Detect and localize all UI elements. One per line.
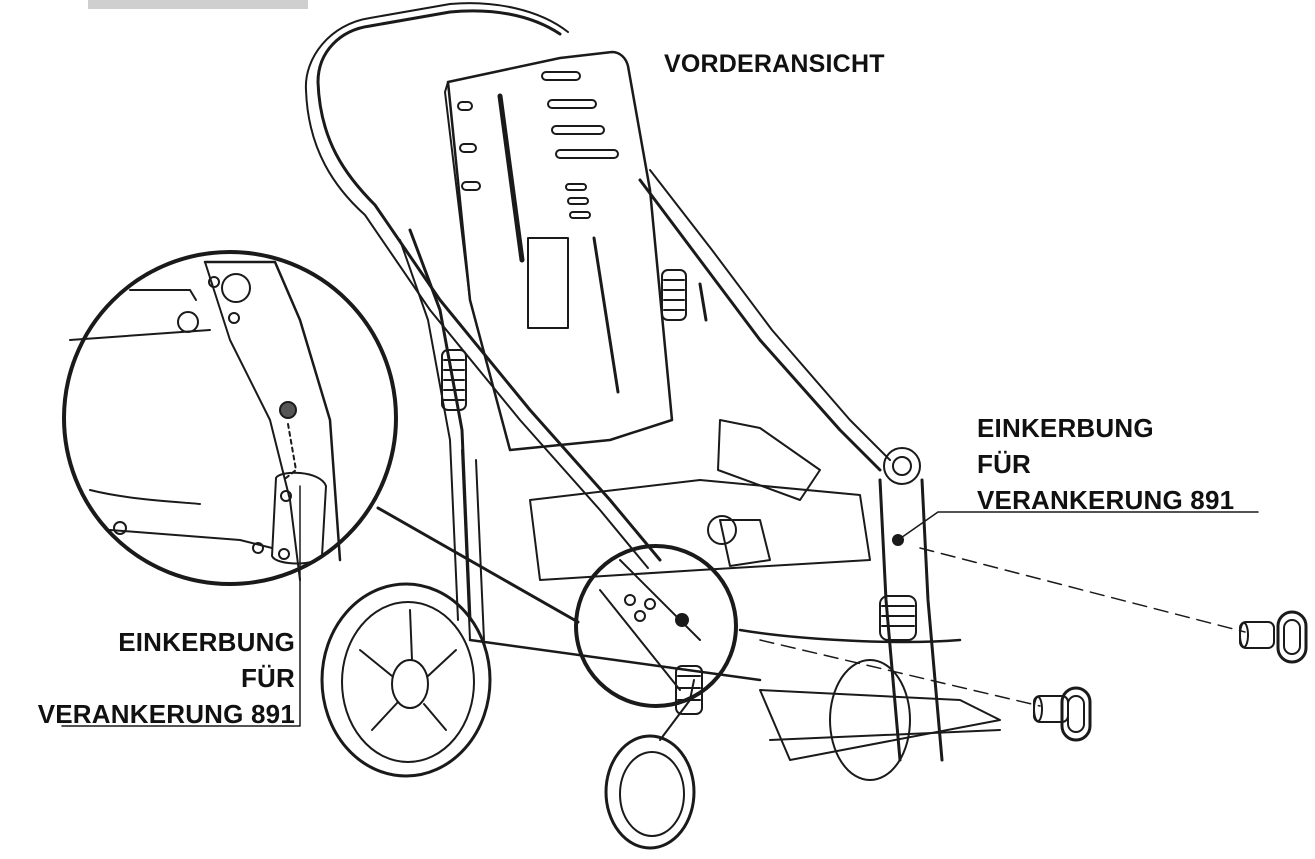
header-tab (88, 0, 308, 9)
detail-view-circle-large (62, 250, 398, 586)
anchor-pin-left (1033, 686, 1092, 742)
view-title: VORDERANSICHT (664, 50, 885, 78)
leader-line-left (61, 485, 301, 727)
anchor-pin-right (1239, 610, 1308, 664)
callout-left-line2: FÜR (240, 663, 295, 693)
seat-and-footrest (529, 419, 1001, 761)
push-handle (304, 2, 662, 569)
dashed-assembly-line-left (759, 639, 1041, 707)
right-rear-wheel (829, 659, 911, 781)
front-caster-wheel (604, 665, 703, 850)
callout-notch-left: EINKERBUNG FÜR VERANKERUNG 891 (10, 624, 295, 732)
right-side-frame (638, 169, 891, 472)
left-side-frame (399, 228, 762, 682)
detail-connector-line (376, 506, 580, 624)
leader-line-right (897, 511, 1259, 541)
callout-right-line2: FÜR (977, 449, 1032, 479)
rear-wheel (320, 582, 492, 778)
callout-left-line3: VERANKERUNG 891 (37, 699, 295, 729)
dashed-assembly-line-right (919, 547, 1246, 633)
detail-target-circle (574, 544, 738, 708)
front-frame (878, 447, 944, 762)
backrest (444, 50, 674, 452)
callout-left-line1: EINKERBUNG (118, 627, 295, 657)
callout-right-line1: EINKERBUNG (977, 413, 1154, 443)
callout-notch-right: EINKERBUNG FÜR VERANKERUNG 891 (977, 410, 1234, 518)
callout-right-line3: VERANKERUNG 891 (977, 485, 1235, 515)
